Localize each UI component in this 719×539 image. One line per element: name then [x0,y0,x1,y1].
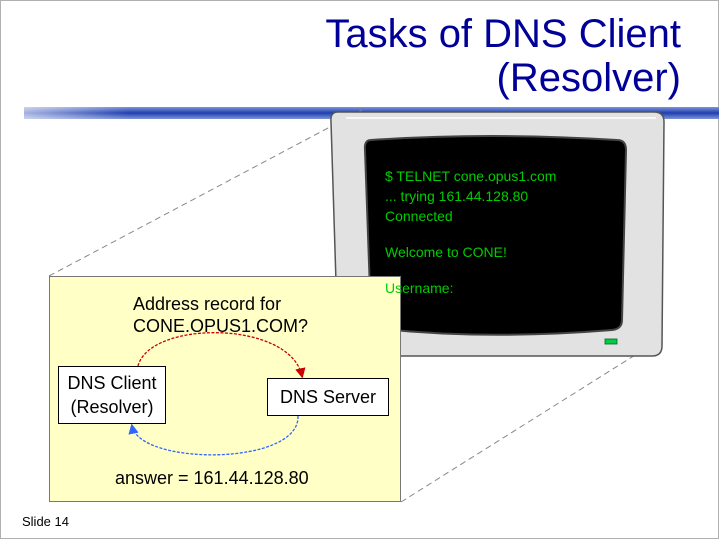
terminal-line [385,226,556,242]
terminal-line [385,262,556,278]
dns-client-box: DNS Client (Resolver) [58,366,166,424]
client-line-1: DNS Client [67,373,157,393]
server-label: DNS Server [279,387,377,407]
query-line-1: Address record for [133,294,282,314]
title-line-1: Tasks of DNS Client [325,12,681,56]
connector-line-bottom [400,351,641,503]
terminal-line: $ TELNET cone.opus1.com [385,168,557,184]
terminal-line: Welcome to CONE! [385,244,507,260]
answer-label: answer = 161.44.128.80 [115,468,309,488]
answer-arrow [128,415,299,456]
title-line-2: (Resolver) [496,56,681,100]
client-line-2: (Resolver) [70,397,154,417]
query-label: Address record for CONE.OPUS1.COM? [133,293,308,337]
connector-line-top [48,109,363,277]
query-arrow [137,332,306,379]
power-led-icon [604,338,618,345]
slide-title: Tasks of DNS Client (Resolver) [81,12,681,100]
terminal-line: ... trying 161.44.128.80 [385,188,529,204]
slide-number: Slide 14 [22,514,69,529]
terminal-line: Connected [385,208,453,224]
terminal-screen: $ TELNET cone.opus1.com ... trying 161.4… [385,166,556,298]
monitor-icon [330,111,665,357]
query-line-2: CONE.OPUS1.COM? [133,316,309,336]
dns-server-box: DNS Server [267,378,389,416]
terminal-line: Username: [385,280,454,296]
